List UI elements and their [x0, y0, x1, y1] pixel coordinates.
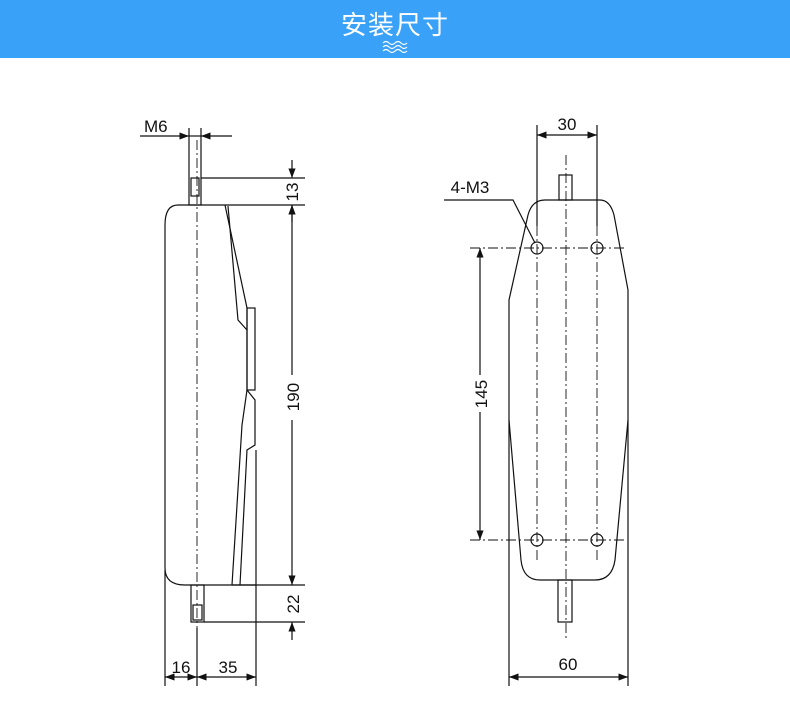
page-title: 安装尺寸	[340, 11, 449, 41]
hole-spacing-width-dimension: 30	[558, 115, 577, 134]
header-bar: 安装尺寸	[0, 0, 790, 58]
offset-dimension: 16	[172, 658, 191, 677]
body-width-dimension: 60	[559, 655, 578, 674]
m6-label: M6	[144, 117, 168, 136]
hole-label: 4-M3	[451, 178, 490, 197]
body-height-dimension: 190	[284, 383, 303, 411]
front-view	[444, 125, 629, 686]
depth-dimension: 35	[219, 658, 238, 677]
side-view	[140, 128, 305, 686]
wave-icon	[382, 40, 408, 54]
hole-spacing-height-dimension: 145	[472, 380, 491, 408]
bottom-stud-dimension: 22	[284, 595, 303, 614]
top-stud-dimension: 13	[283, 183, 302, 202]
